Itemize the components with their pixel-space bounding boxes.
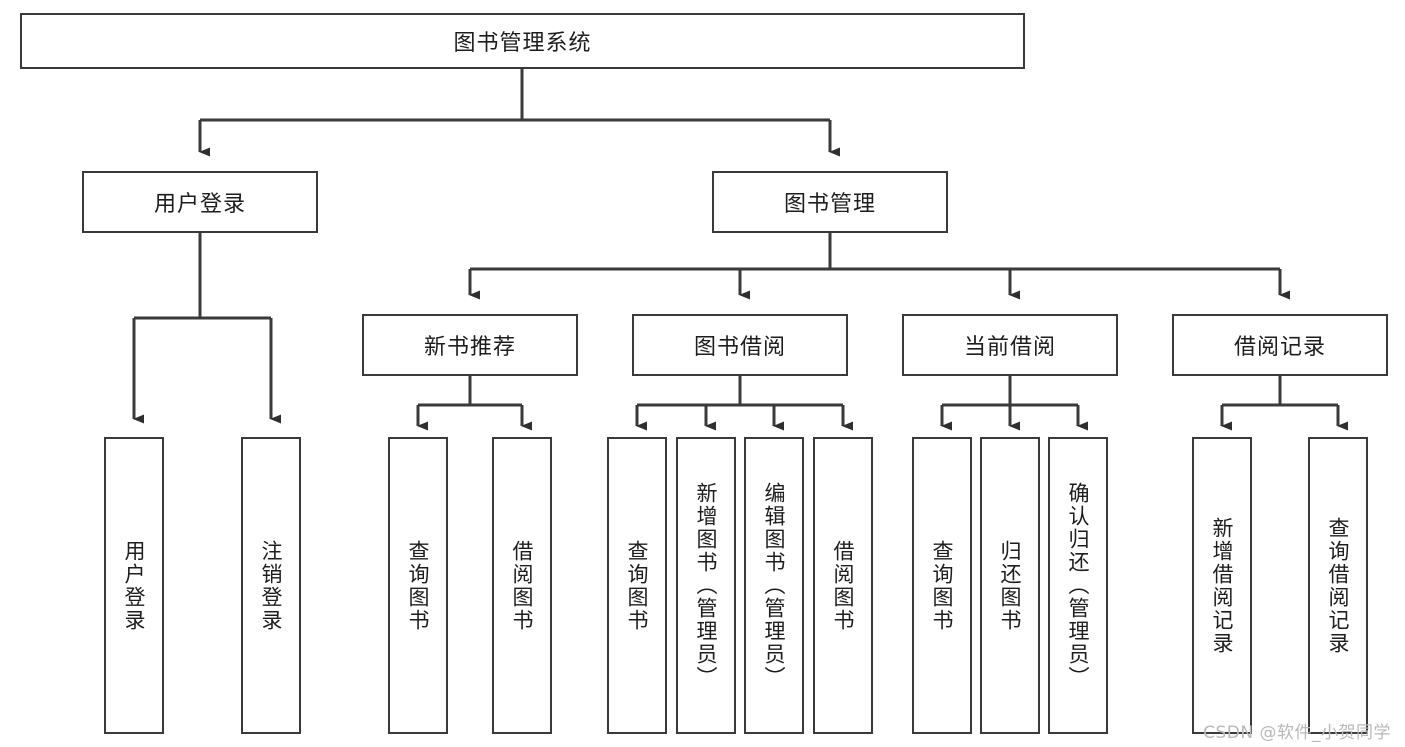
node-leaf-query-book-recommend-label: 查询图书 bbox=[406, 539, 431, 632]
node-leaf-query-book-current[interactable]: 查询图书 bbox=[912, 437, 972, 734]
node-leaf-add-borrow-record-label: 新增借阅记录 bbox=[1210, 516, 1235, 655]
node-leaf-borrow-book-recommend-label: 借阅图书 bbox=[510, 539, 535, 632]
node-book-borrow-label: 图书借阅 bbox=[693, 335, 786, 360]
node-leaf-borrow-book-recommend[interactable]: 借阅图书 bbox=[492, 437, 552, 734]
node-book-borrow[interactable]: 图书借阅 bbox=[632, 314, 848, 376]
node-current-borrow[interactable]: 当前借阅 bbox=[902, 314, 1118, 376]
node-leaf-logout[interactable]: 注销登录 bbox=[241, 437, 301, 734]
node-borrow-record-label: 借阅记录 bbox=[1233, 335, 1326, 360]
node-leaf-borrow-book[interactable]: 借阅图书 bbox=[813, 437, 873, 734]
node-leaf-confirm-return-admin-label: 确认归还（管理员） bbox=[1066, 482, 1091, 689]
node-new-book-recommend-label: 新书推荐 bbox=[423, 335, 516, 360]
node-leaf-query-book-current-label: 查询图书 bbox=[930, 539, 955, 632]
node-new-book-recommend[interactable]: 新书推荐 bbox=[362, 314, 578, 376]
node-leaf-add-book-admin[interactable]: 新增图书（管理员） bbox=[676, 437, 736, 734]
node-leaf-query-book-recommend[interactable]: 查询图书 bbox=[388, 437, 448, 734]
node-leaf-query-book-borrow-label: 查询图书 bbox=[625, 539, 650, 632]
node-leaf-query-book-borrow[interactable]: 查询图书 bbox=[607, 437, 667, 734]
node-book-management[interactable]: 图书管理 bbox=[712, 171, 948, 233]
node-leaf-edit-book-admin[interactable]: 编辑图书（管理员） bbox=[744, 437, 804, 734]
node-leaf-add-book-admin-label: 新增图书（管理员） bbox=[694, 482, 719, 689]
node-leaf-borrow-book-label: 借阅图书 bbox=[831, 539, 856, 632]
node-leaf-return-book-label: 归还图书 bbox=[998, 539, 1023, 632]
node-leaf-edit-book-admin-label: 编辑图书（管理员） bbox=[762, 482, 787, 689]
node-root-label: 图书管理系统 bbox=[453, 31, 592, 56]
node-leaf-add-borrow-record[interactable]: 新增借阅记录 bbox=[1192, 437, 1252, 734]
node-leaf-confirm-return-admin[interactable]: 确认归还（管理员） bbox=[1048, 437, 1108, 734]
node-leaf-query-borrow-record[interactable]: 查询借阅记录 bbox=[1308, 437, 1368, 734]
node-borrow-record[interactable]: 借阅记录 bbox=[1172, 314, 1388, 376]
node-leaf-user-login-label: 用户登录 bbox=[122, 539, 147, 632]
node-user-login-label: 用户登录 bbox=[153, 192, 246, 217]
node-leaf-return-book[interactable]: 归还图书 bbox=[980, 437, 1040, 734]
node-book-management-label: 图书管理 bbox=[783, 192, 876, 217]
node-root[interactable]: 图书管理系统 bbox=[20, 13, 1025, 69]
node-current-borrow-label: 当前借阅 bbox=[963, 335, 1056, 360]
node-user-login[interactable]: 用户登录 bbox=[82, 171, 318, 233]
node-leaf-query-borrow-record-label: 查询借阅记录 bbox=[1326, 516, 1351, 655]
node-leaf-user-login[interactable]: 用户登录 bbox=[104, 437, 164, 734]
node-leaf-logout-label: 注销登录 bbox=[259, 539, 284, 632]
